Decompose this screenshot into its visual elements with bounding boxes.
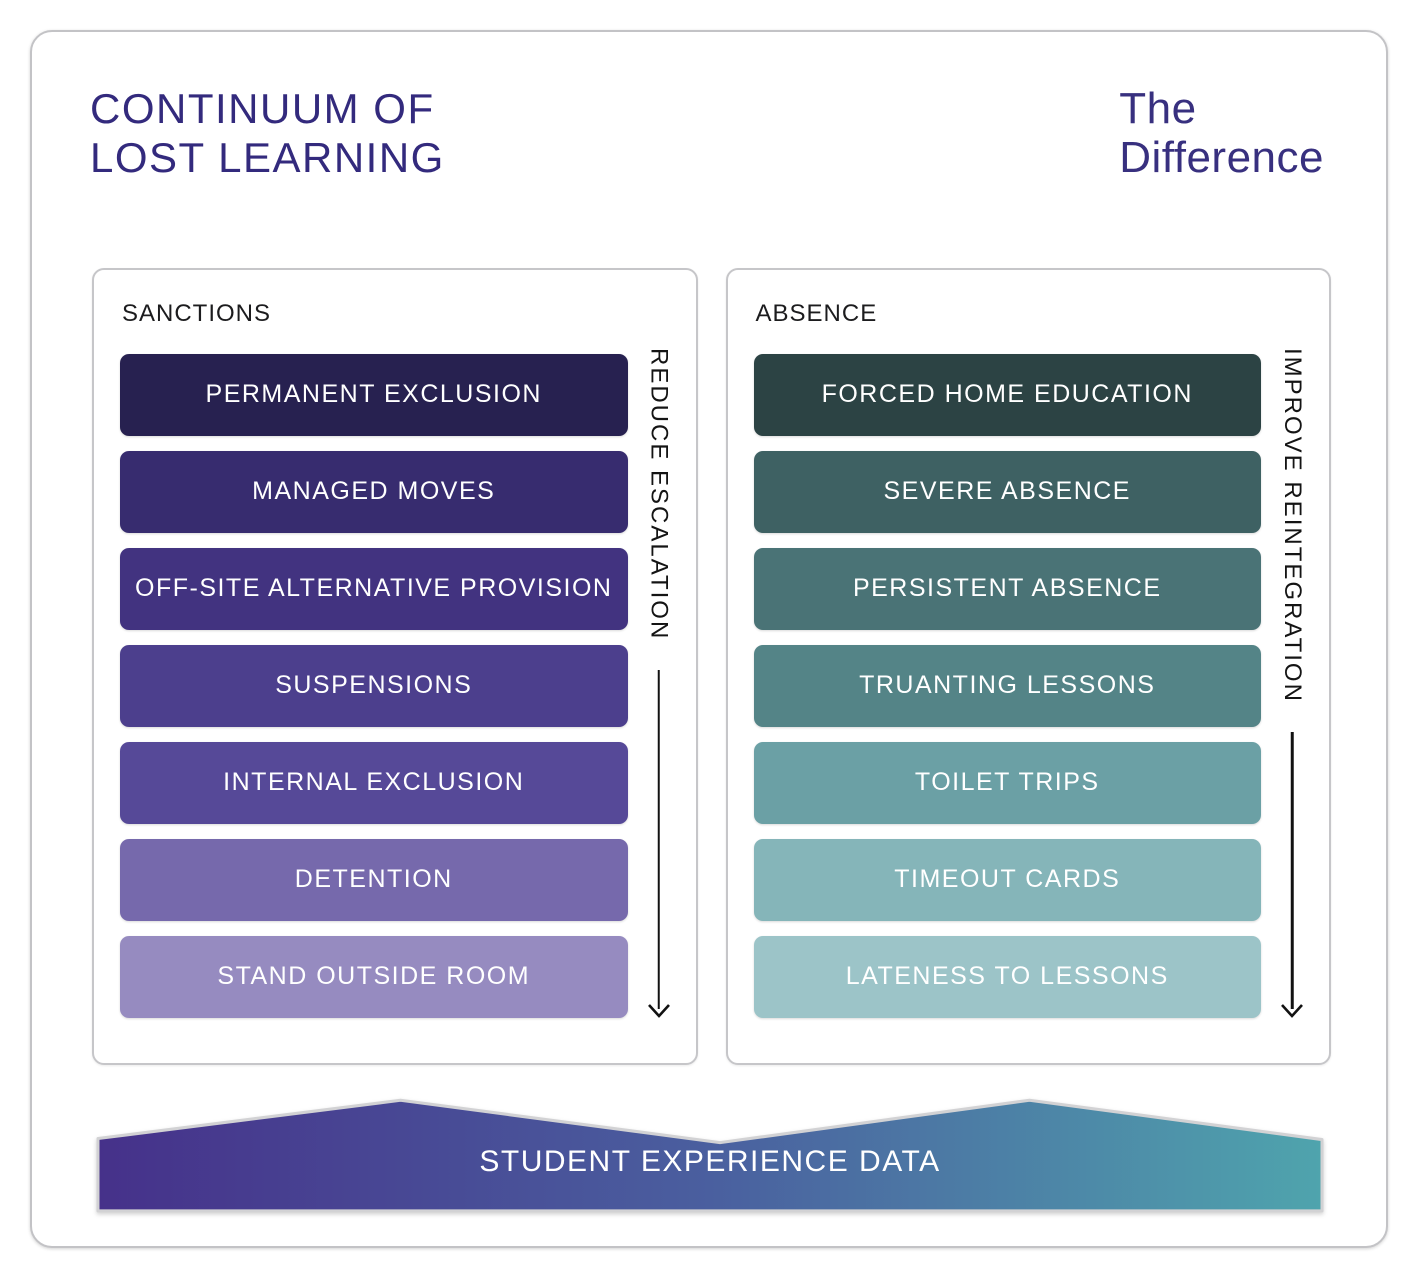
bar-persistent-absence: PERSISTENT ABSENCE bbox=[753, 547, 1261, 630]
absence-bars: FORCED HOME EDUCATION SEVERE ABSENCE PERSI… bbox=[753, 353, 1261, 1018]
bar-label: MANAGED MOVES bbox=[252, 477, 496, 506]
bar-label: SEVERE ABSENCE bbox=[883, 477, 1131, 506]
bar-label: STAND OUTSIDE ROOM bbox=[217, 962, 531, 991]
bar-label: OFF-SITE ALTERNATIVE PROVISION bbox=[135, 574, 613, 603]
the-difference-logo: The Difference bbox=[1119, 84, 1324, 183]
bar-detention: DETENTION bbox=[120, 838, 628, 921]
bar-label: PERMANENT EXCLUSION bbox=[205, 380, 542, 409]
absence-panel: ABSENCE FORCED HOME EDUCATION SEVERE ABSE… bbox=[725, 267, 1331, 1065]
student-experience-banner: STUDENT EXPERIENCE DATA bbox=[96, 1093, 1324, 1215]
bar-permanent-exclusion: PERMANENT EXCLUSION bbox=[120, 353, 628, 436]
improve-reintegration-label: IMPROVE REINTEGRATION bbox=[1279, 347, 1306, 703]
bar-internal-exclusion: INTERNAL EXCLUSION bbox=[120, 741, 628, 824]
panels-row: SANCTIONS PERMANENT EXCLUSION MANAGED MOV… bbox=[92, 267, 1331, 1065]
bar-forced-home-education: FORCED HOME EDUCATION bbox=[753, 353, 1261, 436]
bar-lateness-to-lessons: LATENESS TO LESSONS bbox=[753, 935, 1261, 1018]
bar-toilet-trips: TOILET TRIPS bbox=[753, 741, 1261, 824]
logo-line-1: The bbox=[1119, 84, 1197, 133]
bar-label: DETENTION bbox=[294, 865, 453, 894]
bar-off-site-alternative-provision: OFF-SITE ALTERNATIVE PROVISION bbox=[120, 547, 628, 630]
bar-label: TRUANTING LESSONS bbox=[859, 671, 1156, 700]
banner-label: STUDENT EXPERIENCE DATA bbox=[479, 1144, 941, 1178]
bar-managed-moves: MANAGED MOVES bbox=[120, 450, 628, 533]
down-arrow-icon bbox=[644, 669, 674, 1018]
reduce-escalation-label: REDUCE ESCALATION bbox=[645, 347, 673, 640]
sanctions-bars: PERMANENT EXCLUSION MANAGED MOVES OFF-SITE… bbox=[120, 353, 628, 1018]
sanctions-heading: SANCTIONS bbox=[122, 299, 272, 327]
absence-heading: ABSENCE bbox=[755, 299, 878, 327]
title-line-2: LOST LEARNING bbox=[90, 134, 445, 182]
bar-label: PERSISTENT ABSENCE bbox=[852, 574, 1162, 603]
bar-timeout-cards: TIMEOUT CARDS bbox=[753, 838, 1261, 921]
bar-label: INTERNAL EXCLUSION bbox=[223, 768, 525, 797]
bar-label: SUSPENSIONS bbox=[275, 671, 473, 700]
sanctions-panel: SANCTIONS PERMANENT EXCLUSION MANAGED MOV… bbox=[92, 267, 698, 1065]
banner-ribbon-shape bbox=[96, 1098, 1324, 1212]
logo-line-2: Difference bbox=[1119, 133, 1324, 183]
bar-label: LATENESS TO LESSONS bbox=[845, 962, 1169, 991]
bar-label: TOILET TRIPS bbox=[914, 768, 1100, 797]
absence-side-axis: IMPROVE REINTEGRATION bbox=[1261, 348, 1323, 1018]
bar-label: TIMEOUT CARDS bbox=[894, 865, 1121, 894]
bar-label: FORCED HOME EDUCATION bbox=[821, 380, 1193, 409]
down-arrow-icon bbox=[1277, 732, 1307, 1018]
bar-severe-absence: SEVERE ABSENCE bbox=[753, 450, 1261, 533]
title-line-1: CONTINUUM OF bbox=[90, 85, 435, 132]
bar-stand-outside-room: STAND OUTSIDE ROOM bbox=[120, 935, 628, 1018]
bar-suspensions: SUSPENSIONS bbox=[120, 644, 628, 727]
bar-truanting-lessons: TRUANTING LESSONS bbox=[753, 644, 1261, 727]
sanctions-side-axis: REDUCE ESCALATION bbox=[628, 348, 690, 1018]
